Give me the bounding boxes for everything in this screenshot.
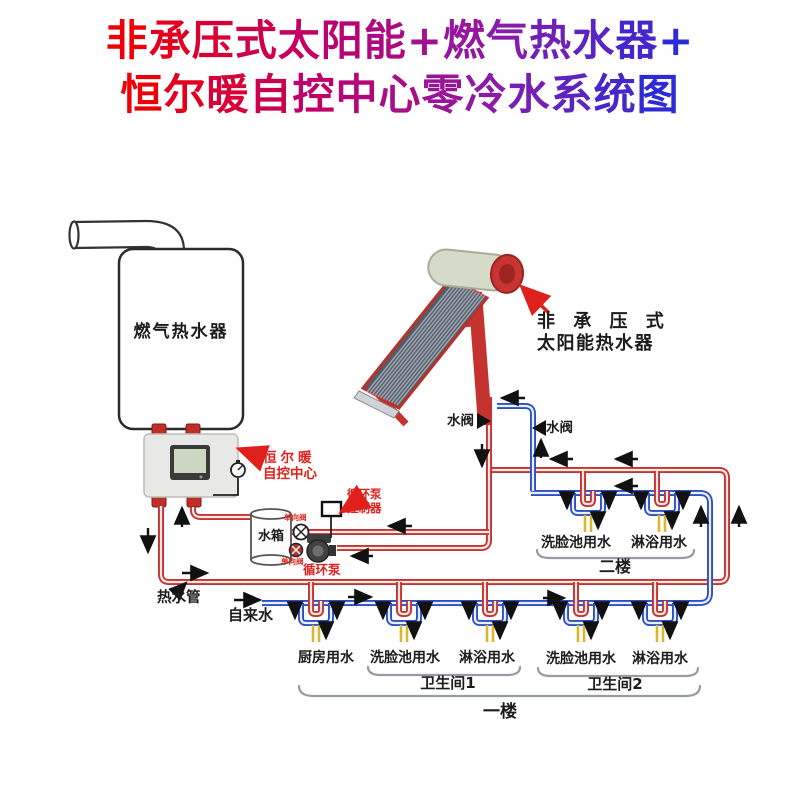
pump-label: 循环泵: [303, 562, 341, 577]
outlet-modules: [286, 471, 692, 642]
gas-heater-label: 燃气热水器: [133, 322, 229, 342]
circulation-pump-icon: [306, 534, 336, 563]
pump-controller-label-2: 控制器: [347, 500, 382, 515]
hot-water-pipes: [158, 397, 730, 585]
flow-arrows: [139, 389, 748, 609]
tap-water-label: 自来水: [228, 606, 274, 624]
water-tank-label: 水箱: [257, 529, 284, 544]
control-center-label-2: 自控中心: [263, 466, 317, 483]
check-valve-bottom-label: 单向阀: [281, 557, 304, 566]
water-valve-left-label: 水阀: [447, 413, 474, 429]
solar-heater-label-2: 太阳能热水器: [537, 332, 654, 354]
hot-pipe-pointer-arrow: [168, 581, 188, 601]
title-line-2: 恒尔暖自控中心零冷水系统图: [120, 70, 680, 119]
hot-water-pipe-label: 热水管: [157, 590, 201, 606]
floor2-label: 二楼: [598, 557, 631, 576]
check-valve-top-icon: [292, 523, 310, 541]
floor1-outlet-washbasin1-label: 洗脸池用水: [370, 650, 440, 666]
water-tank: [250, 508, 292, 566]
solar-water-heater: [353, 248, 525, 427]
bathroom2-label: 卫生间2: [587, 675, 643, 693]
title-line-1: 非承压式太阳能+燃气热水器+: [105, 16, 695, 65]
control-center-unit: [143, 433, 239, 498]
group-braces: [297, 548, 702, 698]
pump-controller-box: [320, 500, 343, 538]
cold-water-pipes: [262, 403, 713, 606]
gas-heater-body: [117, 247, 245, 431]
floor1-outlet-shower2-label: 淋浴用水: [632, 651, 688, 667]
check-valve-top-label: 单向阀: [284, 513, 307, 522]
bathroom1-label: 卫生间1: [420, 674, 476, 692]
control-center-label-1: 恒尔暖: [263, 450, 316, 466]
water-valve-right-icon: [532, 420, 546, 436]
pump-controller-label-1: 循环泵: [347, 487, 382, 501]
solar-heater-label-1: 非 承 压 式: [537, 311, 670, 332]
floor1-outlet-washbasin2-label: 洗脸池用水: [546, 651, 616, 667]
floor2-outlet-shower-label: 淋浴用水: [631, 535, 687, 551]
water-valve-right-label: 水阀: [546, 420, 573, 436]
water-valve-left-icon: [477, 413, 491, 429]
floor2-outlet-washbasin-label: 洗脸池用水: [541, 535, 611, 551]
floor1-label: 一楼: [483, 702, 517, 722]
label-pointer-arrows: [235, 284, 552, 514]
floor1-outlet-shower1-label: 淋浴用水: [459, 650, 515, 666]
check-valve-bottom-icon: [288, 542, 304, 558]
floor1-outlet-kitchen-label: 厨房用水: [298, 650, 354, 666]
